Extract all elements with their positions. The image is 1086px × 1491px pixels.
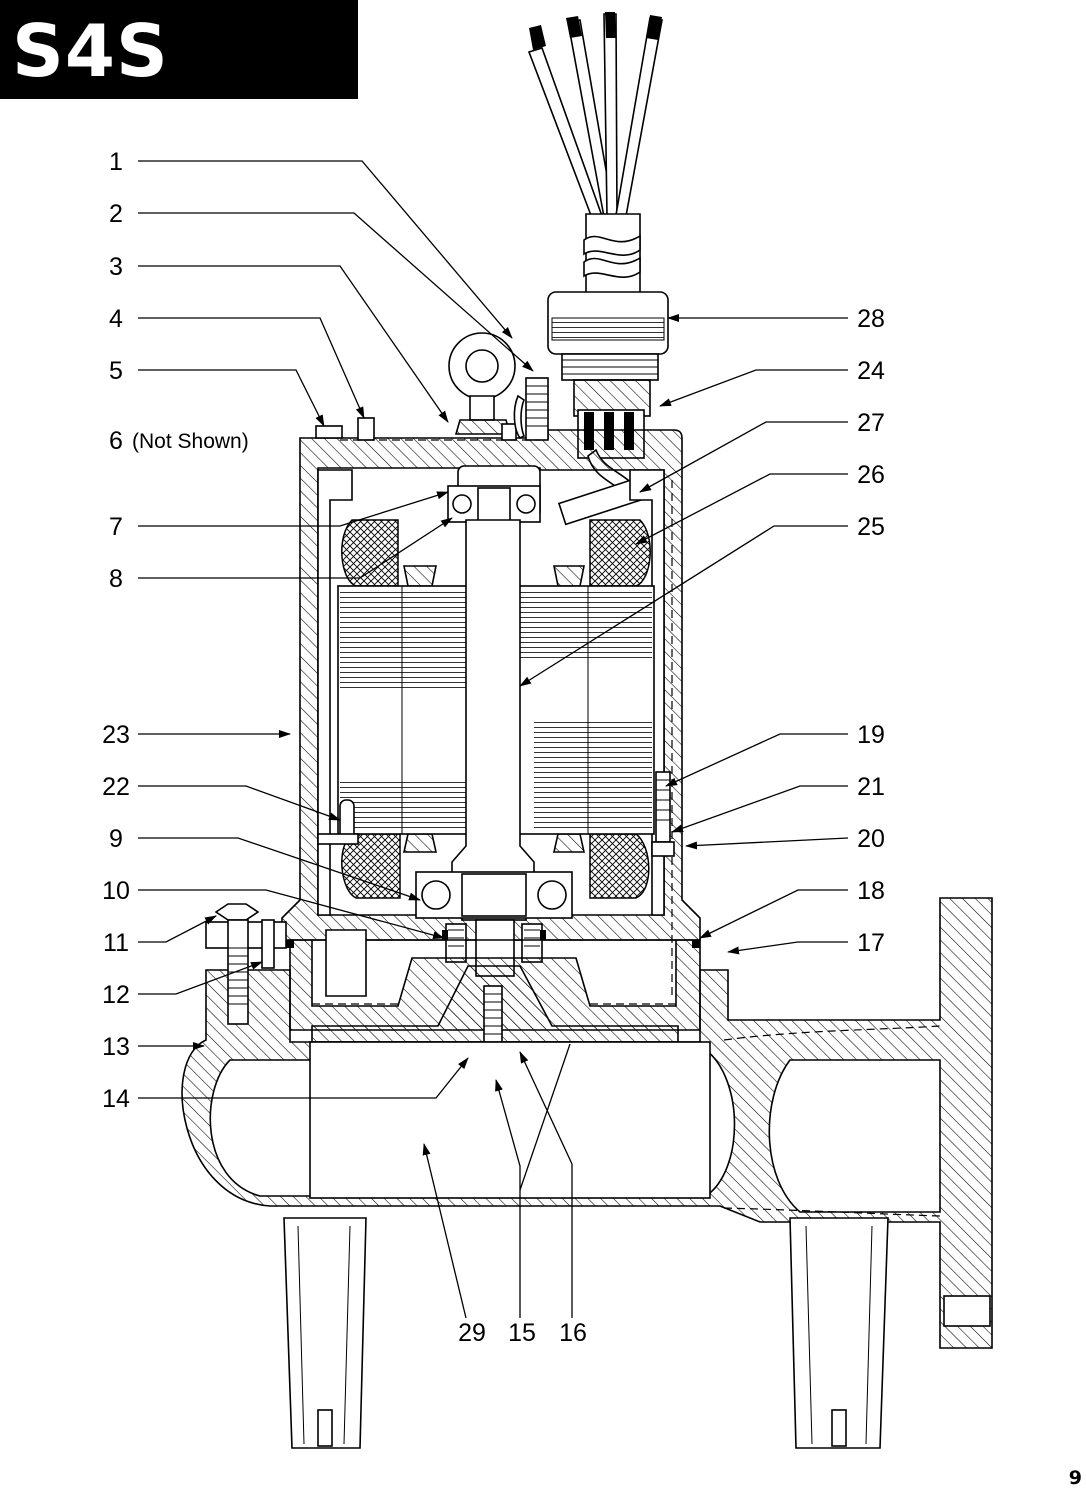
callout-28: 28	[857, 305, 885, 333]
callout-4: 4	[109, 305, 123, 333]
callout-12: 12	[102, 981, 130, 1009]
callout-6: 6	[109, 427, 123, 455]
callout-11: 11	[103, 929, 129, 957]
callout-10: 10	[102, 877, 130, 905]
callout-9: 9	[109, 825, 123, 853]
callout-7: 7	[109, 513, 123, 541]
callout-15: 15	[508, 1319, 536, 1347]
callout-23: 23	[102, 721, 130, 749]
callout-26: 26	[857, 461, 885, 489]
title-block: S4S	[0, 0, 358, 99]
lower-bearing	[415, 871, 573, 919]
lifting-eye	[448, 332, 516, 435]
leader-lines	[138, 160, 849, 1319]
volute-casing	[181, 897, 993, 1349]
page-number: 9	[1068, 1467, 1082, 1489]
callout-20: 20	[857, 825, 885, 853]
callout-16: 16	[559, 1319, 587, 1347]
model-title: S4S	[12, 9, 169, 93]
callout-27: 27	[857, 409, 885, 437]
callout-13: 13	[102, 1033, 130, 1061]
callout-8: 8	[109, 565, 123, 593]
power-cables	[527, 12, 663, 297]
shaft-seal	[442, 923, 546, 963]
callout-25: 25	[857, 513, 885, 541]
callout-21: 21	[857, 773, 885, 801]
not-shown-note: (Not Shown)	[132, 430, 249, 453]
housing-bolts	[205, 771, 700, 1025]
callout-14: 14	[102, 1085, 130, 1113]
callout-labels: 1 2 3 4 5 6 (Not Shown) 7 8 23 22 9 10 1…	[102, 148, 885, 1347]
callout-3: 3	[109, 253, 123, 281]
callout-2: 2	[109, 200, 123, 228]
callout-1: 1	[109, 148, 123, 176]
callout-22: 22	[102, 773, 130, 801]
upper-bearing	[447, 485, 541, 523]
top-fasteners	[315, 377, 549, 441]
callout-24: 24	[857, 357, 885, 385]
callout-5: 5	[109, 357, 123, 385]
stator-windings	[341, 519, 651, 899]
callout-17: 17	[857, 929, 885, 957]
callout-29: 29	[458, 1319, 486, 1347]
callout-19: 19	[857, 721, 885, 749]
pump-feet	[283, 1217, 889, 1449]
callout-18: 18	[857, 877, 885, 905]
